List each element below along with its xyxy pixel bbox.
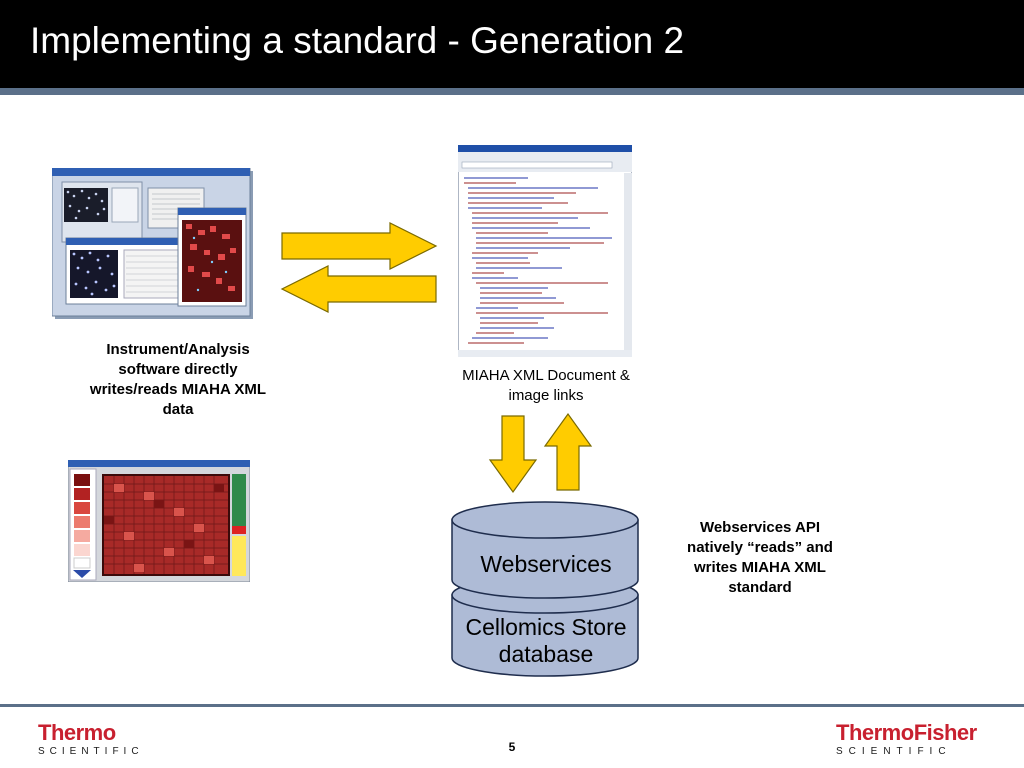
instrument-caption: Instrument/Analysis software directly wr… (88, 340, 268, 420)
logo-wordmark-thermo: Thermo (836, 720, 914, 745)
webservices-caption: Webservices API natively “reads” and wri… (670, 518, 850, 598)
logo-wordmark: Thermo (38, 720, 144, 746)
arrow-down-icon (488, 414, 538, 494)
title-divider (0, 88, 1024, 95)
logo-subtitle: SCIENTIFIC (836, 746, 977, 757)
xml-document-caption: MIAHA XML Document & image links (440, 366, 652, 406)
slide-title: Implementing a standard - Generation 2 (30, 20, 684, 62)
logo-wordmark-fisher: Fisher (914, 720, 977, 745)
xml-document-screenshot (458, 145, 632, 357)
plate-heatmap-screenshot (68, 460, 250, 582)
arrow-up-icon (543, 412, 593, 492)
footer-divider (0, 704, 1024, 707)
cellomics-store-label: Cellomics Store database (450, 614, 642, 668)
logo-subtitle: SCIENTIFIC (38, 746, 144, 757)
webservices-label: Webservices (450, 551, 642, 578)
arrow-left-icon (280, 264, 440, 314)
page-number: 5 (492, 740, 532, 754)
thermo-fisher-scientific-logo: ThermoFisher SCIENTIFIC (836, 720, 977, 757)
analysis-software-screenshot (52, 168, 254, 320)
thermo-scientific-logo: Thermo SCIENTIFIC (38, 720, 144, 757)
